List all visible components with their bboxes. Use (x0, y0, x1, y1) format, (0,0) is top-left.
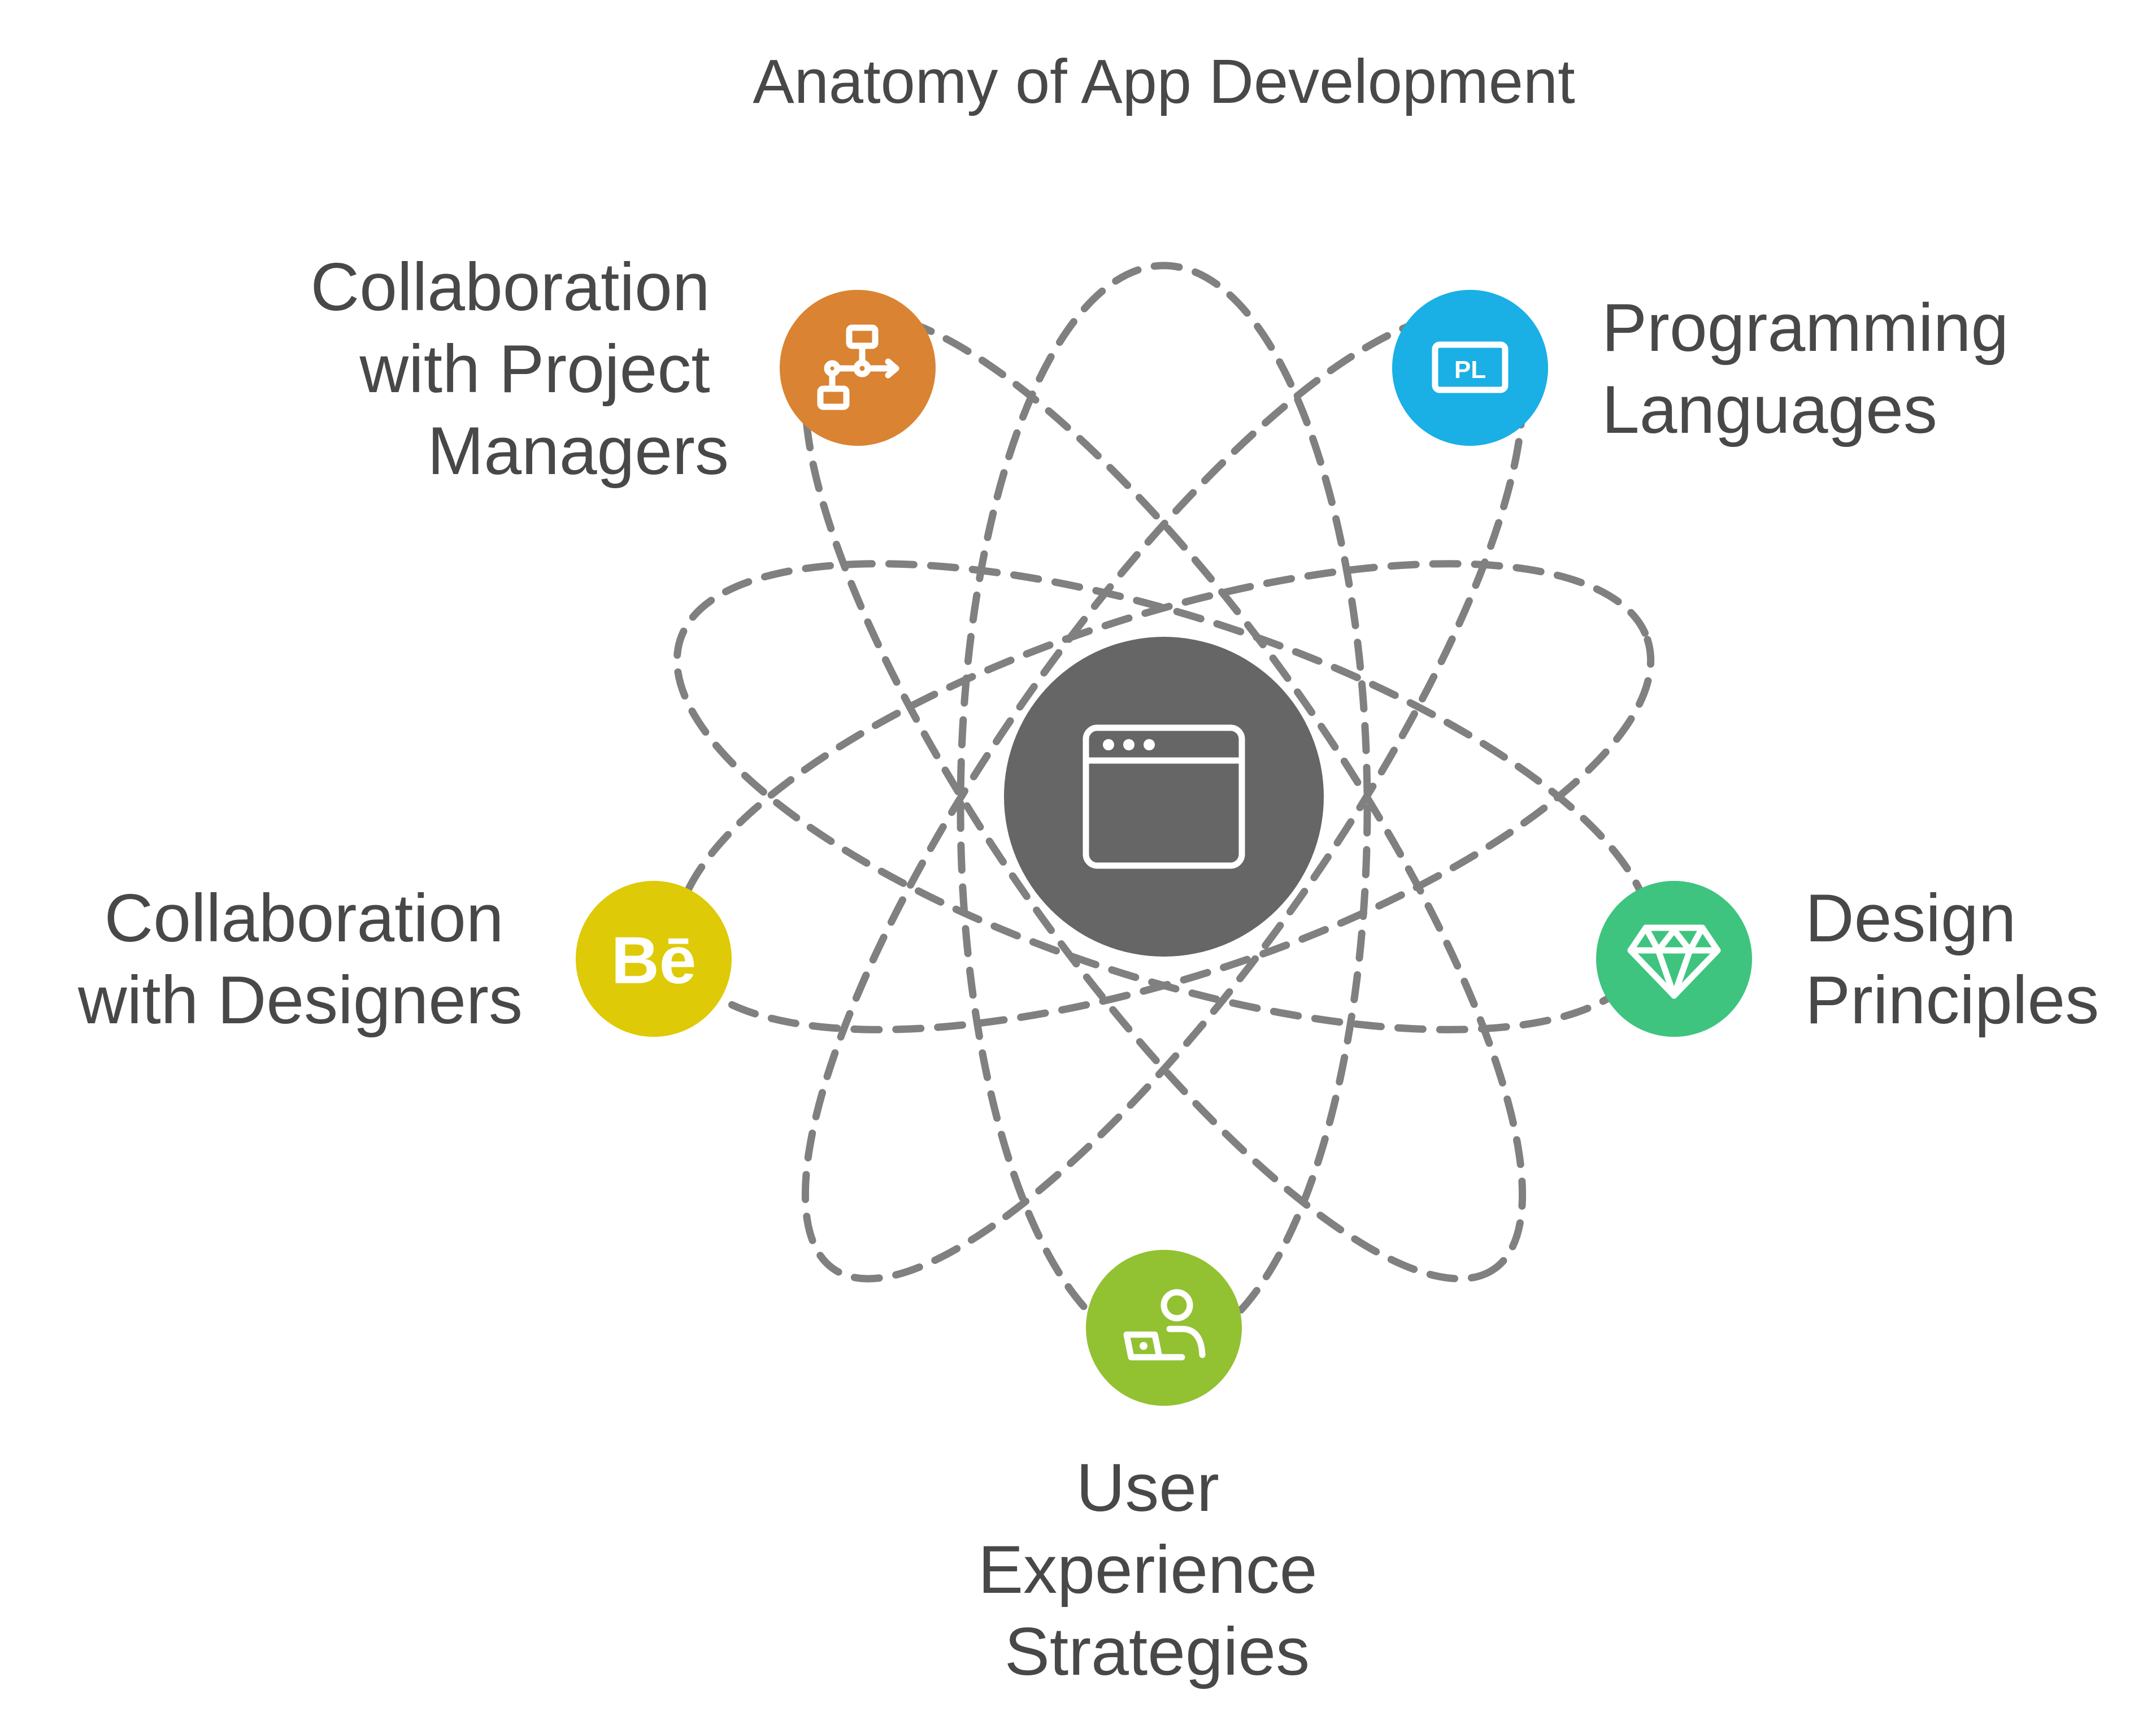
diamond-icon (1627, 924, 1721, 999)
behance-icon: Bē (611, 923, 697, 998)
node-circle (1086, 1250, 1242, 1406)
node-collab-project-managers: Collaboration with Project Managers (311, 249, 936, 489)
pl-icon: PL (1432, 341, 1509, 393)
node-label: Collaboration with Designers (77, 880, 523, 1038)
flowchart-icon (817, 324, 899, 410)
node-label: Programming Languages (1602, 290, 2028, 448)
node-collab-designers: Bē Collaboration with Designers (77, 880, 732, 1038)
browser-window-icon (1083, 724, 1245, 869)
node-circle (576, 881, 732, 1037)
svg-text:Bē: Bē (611, 923, 697, 998)
node-circle (1596, 881, 1752, 1037)
node-ux-strategies: User Experience Strategies (978, 1250, 1336, 1689)
orbit-vertical (957, 262, 1371, 1354)
node-design-principles: Design Principles (1596, 880, 2099, 1038)
center-node (1004, 637, 1324, 957)
node-label: Design Principles (1805, 880, 2099, 1038)
node-circle (1392, 290, 1548, 446)
node-programming-languages: PL Programming Languages (1392, 290, 2028, 448)
node-label: User Experience Strategies (978, 1450, 1336, 1689)
diagram-title: Anatomy of App Development (753, 47, 1575, 116)
user-laptop-icon (1123, 1289, 1206, 1361)
center-circle (1004, 637, 1324, 957)
svg-text:PL: PL (1454, 356, 1486, 384)
node-label: Collaboration with Project Managers (311, 249, 729, 489)
